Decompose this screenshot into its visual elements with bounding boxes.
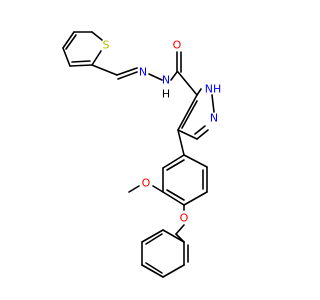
bond	[196, 88, 202, 96]
bond	[181, 100, 198, 129]
bond	[196, 129, 209, 140]
bond	[211, 94, 215, 113]
bond	[91, 50, 102, 66]
amide-hydrogen-label: H	[162, 88, 170, 101]
bond	[71, 60, 91, 63]
bond	[162, 154, 185, 169]
bond	[65, 34, 77, 50]
sulfur-atom-label: S	[103, 39, 110, 52]
bond	[145, 262, 163, 274]
bond-lines	[62, 31, 215, 278]
bond	[117, 71, 138, 80]
bond	[177, 94, 198, 131]
bond	[91, 64, 118, 76]
atom-labels: S N N H O NH N O O	[103, 39, 222, 225]
bond	[162, 191, 185, 206]
bond	[116, 67, 138, 76]
carbonyl-oxygen-label: O	[173, 39, 182, 52]
pyrazole-nitrogen-label: N	[210, 112, 218, 125]
bond	[175, 224, 185, 235]
pyrazole-nh-label: NH	[205, 83, 222, 96]
hydrazone-nitrogen-label: N	[139, 66, 147, 79]
bond	[162, 264, 185, 278]
bond	[69, 64, 93, 67]
benzyloxy-oxygen-label: O	[180, 212, 189, 225]
bond	[177, 71, 198, 96]
bond	[141, 229, 164, 243]
methoxy-oxygen-label: O	[142, 177, 151, 190]
bond	[148, 73, 163, 81]
bond	[162, 229, 185, 243]
bond	[62, 47, 71, 67]
bond	[62, 31, 75, 49]
bond	[183, 191, 208, 206]
bond	[183, 154, 208, 168]
bond	[194, 125, 206, 135]
bond	[166, 159, 185, 171]
bond	[170, 71, 178, 81]
bond	[177, 129, 185, 156]
bond	[141, 264, 164, 278]
amide-nitrogen-label: N	[162, 74, 170, 87]
bond	[166, 189, 185, 201]
molecule-structure: S N N H O NH N O O	[62, 31, 222, 278]
bond	[91, 31, 103, 41]
bond	[152, 185, 164, 193]
bond	[145, 233, 163, 245]
bond	[128, 185, 140, 193]
bond	[177, 129, 198, 140]
